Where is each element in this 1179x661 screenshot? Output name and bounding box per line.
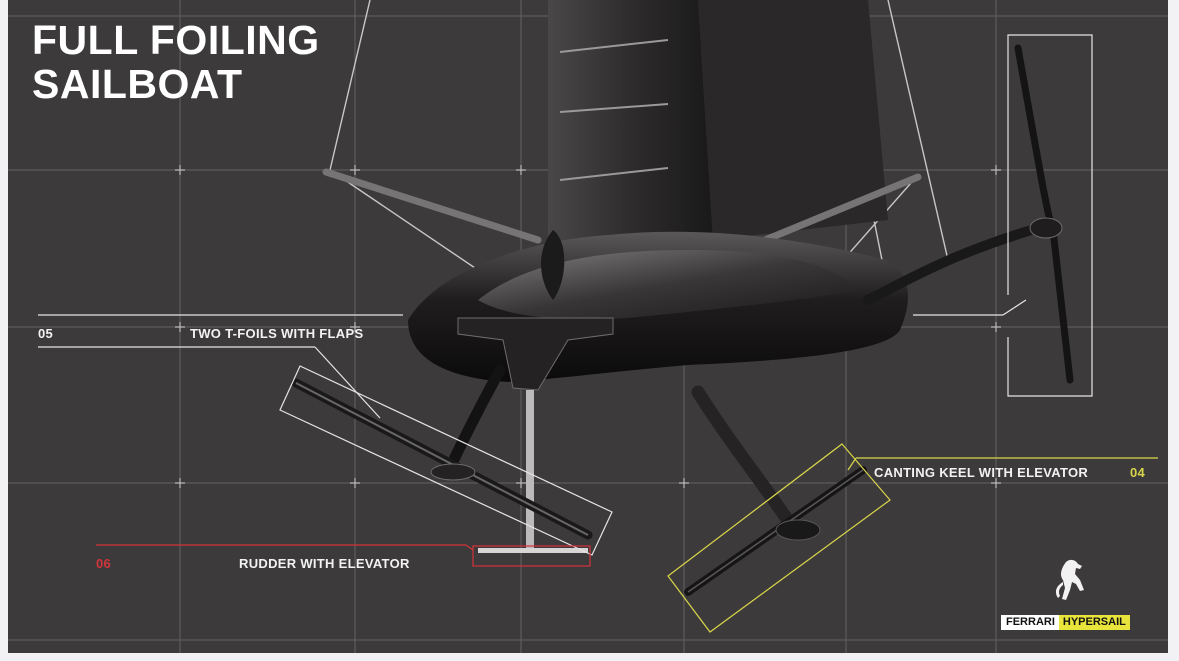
brand-part-2: HYPERSAIL	[1058, 615, 1130, 630]
rudder-callout-lines	[96, 544, 591, 567]
side-foil-callout-lines	[913, 34, 1093, 397]
keel-number: 04	[1130, 465, 1146, 480]
mast-wing	[548, 0, 713, 250]
title-line-2: SAILBOAT	[32, 61, 243, 107]
tfoil-callout-lines	[38, 314, 613, 556]
tfoils-label: TWO T-FOILS WITH FLAPS	[190, 326, 364, 341]
brand-part-1: FERRARI	[1001, 615, 1059, 630]
keel-callout-lines	[667, 443, 1158, 633]
keel-label: CANTING KEEL WITH ELEVATOR	[874, 465, 1089, 480]
rudder-label: RUDDER WITH ELEVATOR	[239, 556, 410, 571]
tfoils-number: 05	[38, 326, 54, 341]
title-line-1: FULL FOILING	[32, 17, 320, 63]
brand-logo: FERRARI HYPERSAIL	[1001, 615, 1130, 630]
page-title: FULL FOILING SAILBOAT	[32, 18, 320, 106]
diagram-slide: FULL FOILING SAILBOAT 05 TWO T-FOILS WIT…	[8, 0, 1168, 653]
boat-illustration	[8, 0, 1168, 653]
prancing-horse-icon	[1055, 559, 1084, 600]
rudder-number: 06	[96, 556, 112, 571]
